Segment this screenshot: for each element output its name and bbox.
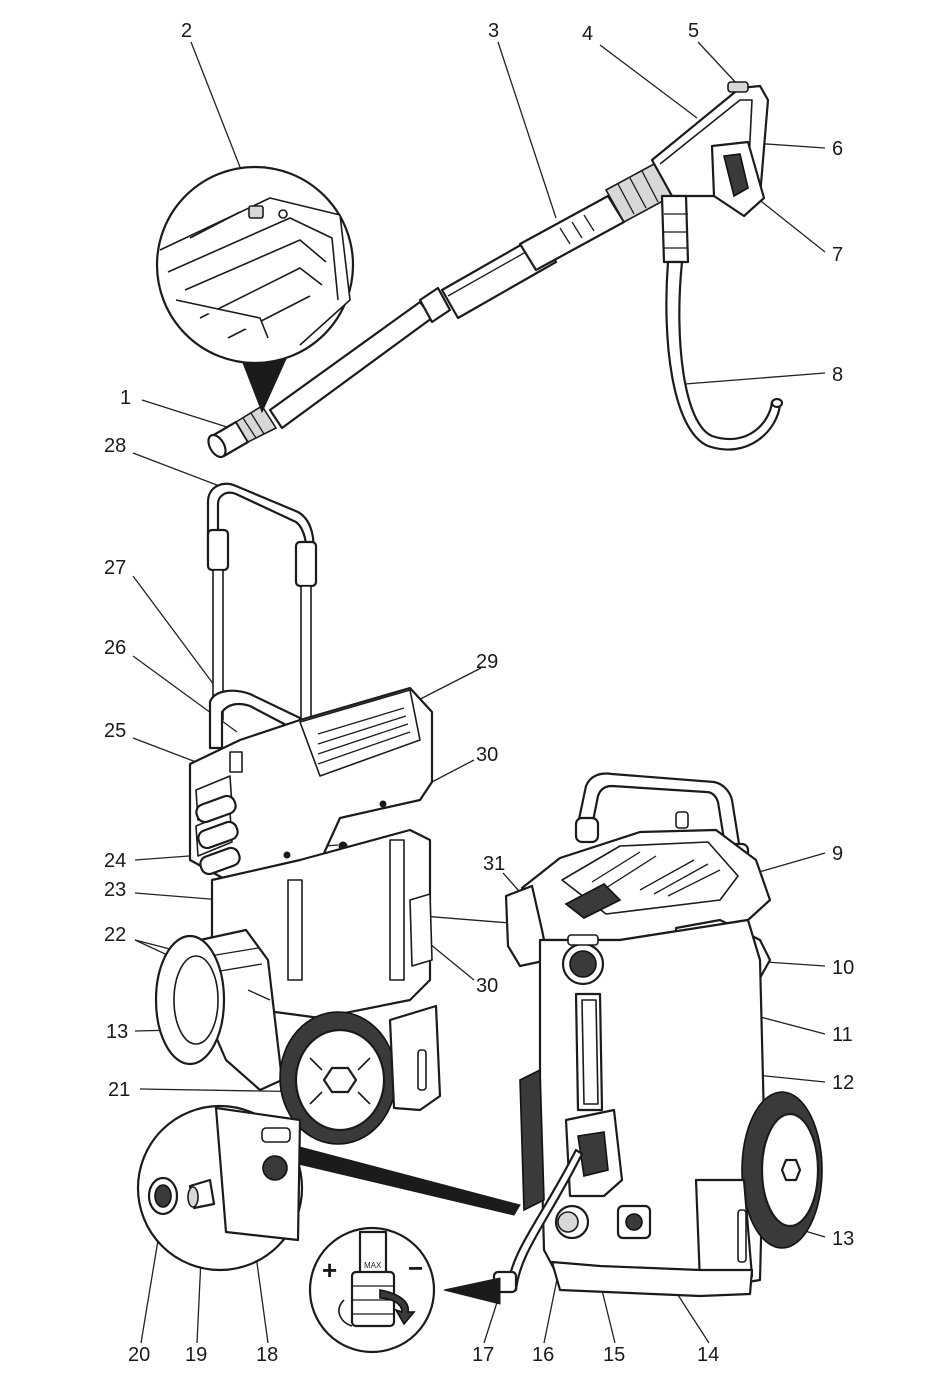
callout-30-bottom: 30 [476,975,498,997]
callout-26: 26 [104,637,126,659]
nozzle [205,406,276,460]
callout-31: 31 [483,853,505,875]
callout-15: 15 [603,1344,625,1366]
callout-22: 22 [104,924,126,946]
callout-12: 12 [832,1072,854,1094]
callout-8: 8 [832,364,843,386]
callout-14: 14 [697,1344,719,1366]
callout-4: 4 [582,23,593,45]
callout-18: 18 [256,1344,278,1366]
callout-21: 21 [108,1079,130,1101]
washer-front-view [494,774,822,1297]
callout-17: 17 [472,1344,494,1366]
callout-7: 7 [832,244,843,266]
callout-20: 20 [128,1344,150,1366]
callout-28: 28 [104,435,126,457]
plus-sign: + [322,1255,337,1285]
callout-23: 23 [104,879,126,901]
callout-29: 29 [476,651,498,673]
callout-19: 19 [185,1344,207,1366]
callout-11: 11 [832,1024,853,1046]
callout-27: 27 [104,557,126,579]
callout-25: 25 [104,720,126,742]
detail-inset-pressure-knob [310,1228,500,1352]
minus-sign: − [408,1253,423,1283]
callout-13-left: 13 [106,1021,128,1043]
max-mark: MAX [364,1261,382,1270]
callout-2: 2 [181,20,192,42]
callout-9: 9 [832,843,843,865]
callout-3: 3 [488,20,499,42]
callout-30-top: 30 [476,744,498,766]
callout-16: 16 [532,1344,554,1366]
callout-6: 6 [832,138,843,160]
callout-13-right: 13 [832,1228,854,1250]
callout-24: 24 [104,850,126,872]
callout-1: 1 [120,387,131,409]
callout-5: 5 [688,20,699,42]
callout-10: 10 [832,957,854,979]
washer-rear-view [156,484,440,1144]
